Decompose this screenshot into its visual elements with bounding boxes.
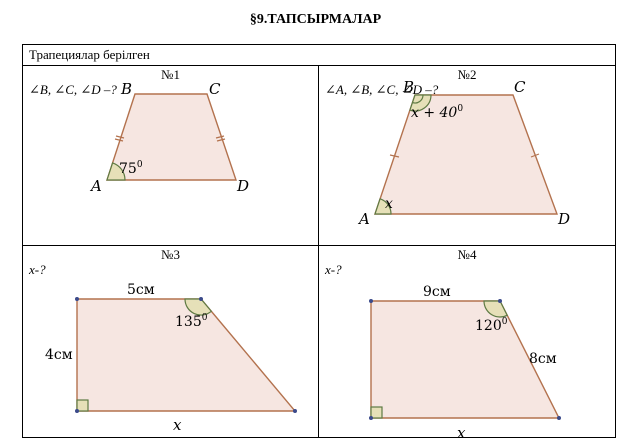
problem-2-figure: A B C D x x + 400 [357, 78, 570, 228]
trapezoid-1 [106, 93, 237, 181]
problem-4-figure: 9см 8см x 1200 [369, 284, 561, 441]
angle-b-marker-inner [412, 94, 424, 104]
right-angle-marker [76, 399, 89, 412]
vertex-c-label: C [209, 80, 221, 98]
tick-ab-2 [115, 135, 125, 139]
task-table: Трапециялар берілген №1 ∠B, ∠C, ∠D –? A … [22, 44, 616, 441]
tick-cd [216, 138, 226, 142]
problem-4-cell: №4 x-? 9см 8см x 1200 [319, 246, 615, 441]
angle-120-marker [483, 300, 509, 318]
left-side-label: 4см [45, 347, 73, 363]
problem-1-cell: №1 ∠B, ∠C, ∠D –? A B C D 750 [23, 66, 319, 246]
problem-3-cell: №3 x-? 5см 4см x 1350 [23, 246, 319, 437]
vertex-d-label: D [236, 177, 249, 195]
right-angle-marker [370, 406, 383, 419]
vertex-b-label: B [120, 80, 132, 98]
angle-value: 1350 [175, 313, 208, 330]
angle-a-value: x [385, 196, 393, 212]
problem-4-number: №4 [457, 247, 477, 262]
vertex-d-label: D [557, 210, 570, 228]
problem-3-number: №3 [161, 247, 180, 262]
angle-value: 1200 [475, 317, 508, 334]
vertex-a-label: A [357, 210, 370, 228]
angle-a-marker [106, 162, 126, 181]
problem-3-question: x-? [29, 262, 46, 277]
tick-cd [530, 153, 540, 158]
angle-a-marker [374, 198, 392, 215]
vertex-b-label: B [402, 78, 414, 96]
tick-ab [389, 154, 400, 158]
bottom-side-label: x [173, 416, 182, 434]
angle-b-value: x + 400 [411, 104, 463, 121]
page-title: §9.ТАПСЫРМАЛАР [249, 12, 382, 27]
problem-1-number: №1 [161, 67, 180, 82]
top-side-label: 9см [423, 284, 451, 300]
problem-3-figure: 5см 4см x 1350 [45, 282, 297, 434]
problem-1-figure: A B C D 750 [89, 80, 249, 195]
angle-a-value: 750 [119, 160, 143, 177]
tick-ab [114, 138, 124, 142]
right-side-label: 8см [529, 351, 557, 367]
vertex-a-label: A [89, 177, 102, 195]
problem-1-question: ∠B, ∠C, ∠D –? [29, 82, 117, 97]
bottom-side-label: x [457, 424, 466, 441]
angle-b-marker [409, 94, 432, 112]
problem-2-cell: №2 ∠A, ∠B, ∠C, ∠D –? A B C D x x + 400 [319, 66, 615, 246]
tick-cd-2 [215, 135, 225, 139]
problem-4-question: x-? [325, 262, 342, 277]
table-header: Трапециялар берілген [23, 45, 615, 66]
angle-135-marker [184, 298, 213, 316]
vertex-c-label: C [514, 78, 526, 96]
problem-2-question: ∠A, ∠B, ∠C, ∠D –? [325, 82, 439, 97]
trapezoid-2 [374, 94, 559, 215]
problem-2-number: №2 [457, 67, 477, 82]
top-side-label: 5см [127, 282, 155, 298]
